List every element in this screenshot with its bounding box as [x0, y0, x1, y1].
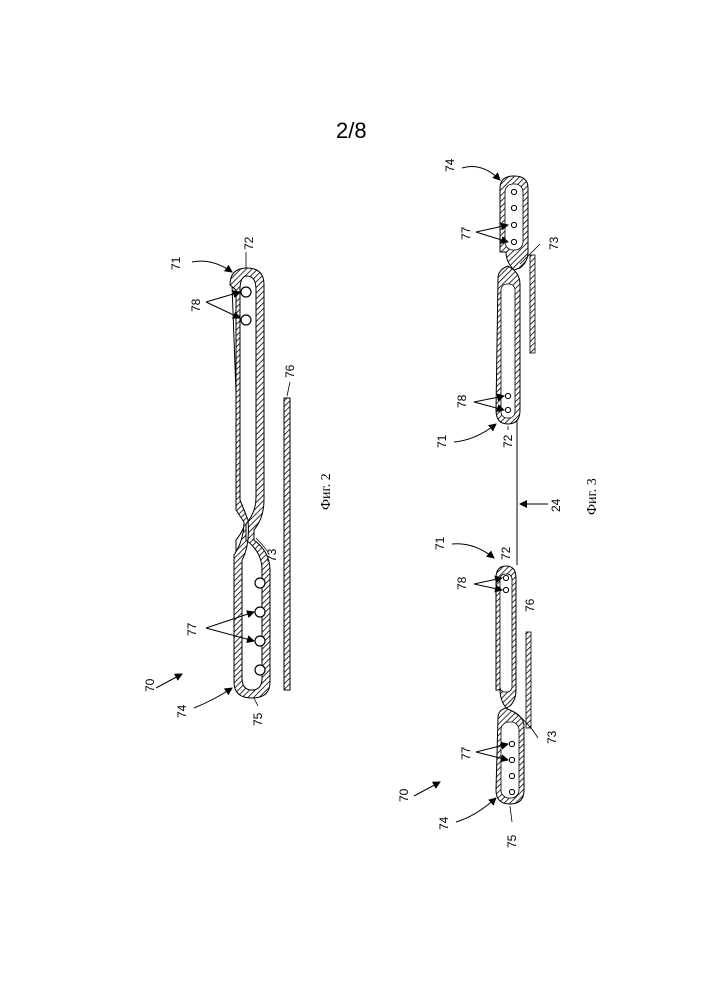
fig3-label-72-bottom: 72	[499, 546, 513, 560]
fig3-drawing: 74 77 73 78 71 72 24 Фиг. 3 71 72 78 76 …	[397, 158, 600, 848]
fig2-label-77: 77	[185, 622, 199, 636]
fig3-bottom-hole-77	[509, 757, 514, 762]
fig3-label-72-top: 72	[501, 434, 515, 448]
fig3-bottom-hole-77	[509, 789, 514, 794]
fig2-hole-77	[255, 607, 265, 617]
fig3-label-71-bottom: 71	[433, 536, 447, 550]
fig2-tube-wall	[230, 268, 270, 698]
fig3-bottom-strip	[526, 632, 531, 728]
fig3-label-78-top: 78	[455, 394, 469, 408]
fig3-top-strip	[530, 255, 535, 353]
fig3-label-73-bottom: 73	[545, 730, 559, 744]
fig3-label-70: 70	[397, 788, 411, 802]
fig3-top-hole-77	[511, 205, 516, 210]
fig2-drawing: 71 72 78 73 77 70 74 75 76 Фиг. 2	[143, 236, 334, 726]
fig3-label-77-top: 77	[459, 226, 473, 240]
fig2-label-78: 78	[189, 298, 203, 312]
fig2-label-71: 71	[169, 256, 183, 270]
fig3-leader-70	[414, 782, 440, 796]
fig3-top-hole-77	[511, 239, 516, 244]
fig2-leader-71	[192, 261, 232, 272]
fig3-label-24: 24	[549, 498, 563, 512]
fig2-leader-77a	[206, 612, 254, 628]
fig2-leader-76	[287, 382, 290, 396]
fig3-label-71-top: 71	[435, 434, 449, 448]
fig2-hole-78	[241, 287, 251, 297]
fig3-label-75: 75	[505, 834, 519, 848]
fig3-label-78-bottom: 78	[455, 576, 469, 590]
fig3-top-hole-78	[505, 393, 510, 398]
fig3-label-74-top: 74	[443, 158, 457, 172]
fig2-hole-77	[255, 665, 265, 675]
fig2-hole-78	[241, 315, 251, 325]
fig2-hole-77	[255, 578, 265, 588]
fig2-label-75: 75	[251, 712, 265, 726]
fig2-label-72: 72	[242, 236, 256, 250]
fig3-top-hole-77	[511, 222, 516, 227]
fig3-bottom-hole-77	[509, 741, 514, 746]
fig3-bottom-hole-77	[509, 773, 514, 778]
fig2-hole-77	[255, 636, 265, 646]
fig3-leader-75	[510, 806, 512, 822]
fig2-strip-76	[284, 398, 290, 690]
fig3-label-76: 76	[523, 598, 537, 612]
fig2-leader-78a	[206, 292, 240, 302]
fig3-leader-71-bottom	[452, 544, 494, 558]
fig3-bottom-hole-78	[503, 575, 508, 580]
fig2-leader-77b	[206, 628, 254, 641]
fig3-top-hole-78	[505, 407, 510, 412]
fig3-leader-71-top	[454, 424, 496, 442]
fig3-label-73-top: 73	[547, 236, 561, 250]
fig3-leader-74-bottom	[456, 798, 496, 822]
fig2-label-73: 73	[265, 548, 279, 562]
fig2-leader-74	[194, 688, 232, 708]
fig3-bottom-hole-78	[503, 587, 508, 592]
fig3-caption: Фиг. 3	[585, 478, 600, 515]
fig2-leader-75	[254, 698, 258, 706]
fig2-leader-70	[156, 674, 182, 688]
fig3-label-77-bottom: 77	[459, 746, 473, 760]
fig2-caption: Фиг. 2	[319, 473, 334, 510]
fig2-label-74: 74	[175, 704, 189, 718]
fig2-label-70: 70	[143, 678, 157, 692]
fig2-label-76: 76	[283, 364, 297, 378]
fig3-leader-74-top	[462, 167, 500, 181]
fig3-top-hole-77	[511, 189, 516, 194]
fig2-leader-78b	[206, 302, 240, 318]
fig3-label-74-bottom: 74	[437, 816, 451, 830]
